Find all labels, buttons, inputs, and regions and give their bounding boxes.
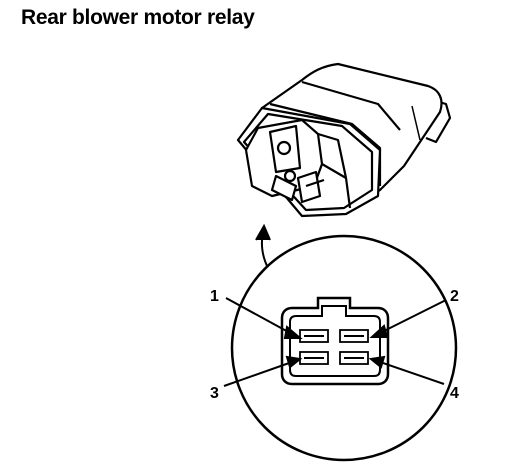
pin-label-3: 3 — [210, 385, 219, 402]
relay-body — [236, 62, 452, 218]
connector-closeup — [230, 234, 458, 462]
pin-label-4: 4 — [450, 385, 459, 402]
diagram-title: Rear blower motor relay — [21, 6, 255, 29]
pin-label-1: 1 — [210, 288, 219, 305]
pin-label-2: 2 — [450, 288, 459, 305]
view-arrow — [255, 223, 271, 269]
pin-leaders — [223, 297, 447, 387]
